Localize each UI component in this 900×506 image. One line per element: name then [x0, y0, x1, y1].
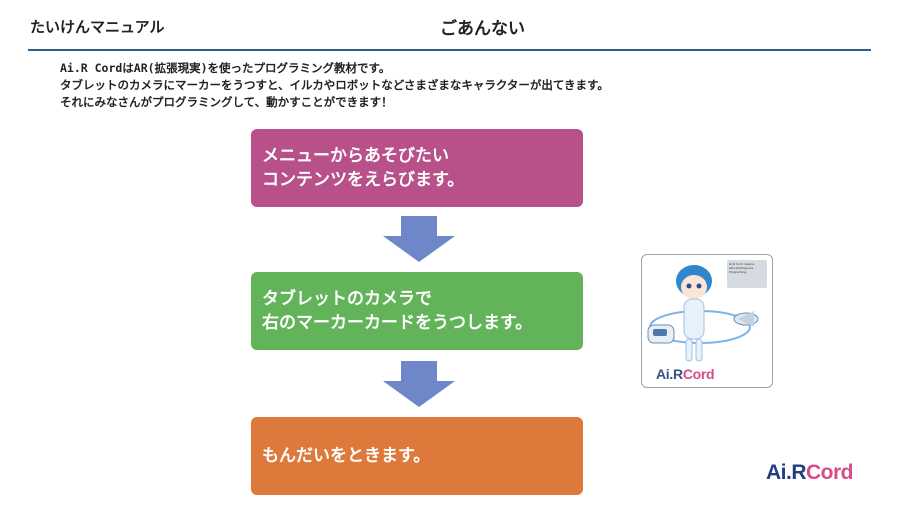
step-2-line-1: タブレットのカメラで — [262, 289, 432, 309]
marker-card: Ai.R Cord means AR+Intelligence Programi… — [641, 254, 773, 388]
intro-line-1: Ai.R CordはAR(拡張現実)を使ったプログラミング教材です。 — [60, 61, 391, 75]
marker-card-tag: Ai.R Cord means AR+Intelligence Programi… — [727, 260, 767, 288]
intro-line-2: タブレットのカメラにマーカーをうつすと、イルカやロボットなどさまざまなキャラクタ… — [60, 78, 609, 92]
page-title: ごあんない — [440, 19, 525, 39]
step-3-line-1: もんだいをときます。 — [262, 446, 431, 466]
header-divider — [28, 49, 871, 51]
down-arrow-icon — [383, 216, 455, 262]
intro-text: Ai.R CordはAR(拡張現実)を使ったプログラミング教材です。 タブレット… — [60, 60, 840, 111]
step-2-box: タブレットのカメラで 右のマーカーカードをうつします。 — [251, 272, 583, 350]
marker-card-logo: Ai.RCord — [656, 366, 715, 382]
character-illustration — [647, 265, 759, 362]
intro-line-3: それにみなさんがプログラミングして、動かすことができます！ — [60, 95, 393, 109]
step-1-box: メニューからあそびたい コンテンツをえらびます。 — [251, 129, 583, 207]
step-1-line-2: コンテンツをえらびます。 — [262, 170, 465, 190]
step-2-line-2: 右のマーカーカードをうつします。 — [262, 313, 533, 333]
step-3-box: もんだいをときます。 — [251, 417, 583, 495]
step-1-line-1: メニューからあそびたい — [262, 146, 449, 166]
brand-logo: Ai.RCord — [766, 461, 854, 484]
manual-title: たいけんマニュアル — [30, 18, 165, 36]
down-arrow-icon — [383, 361, 455, 407]
